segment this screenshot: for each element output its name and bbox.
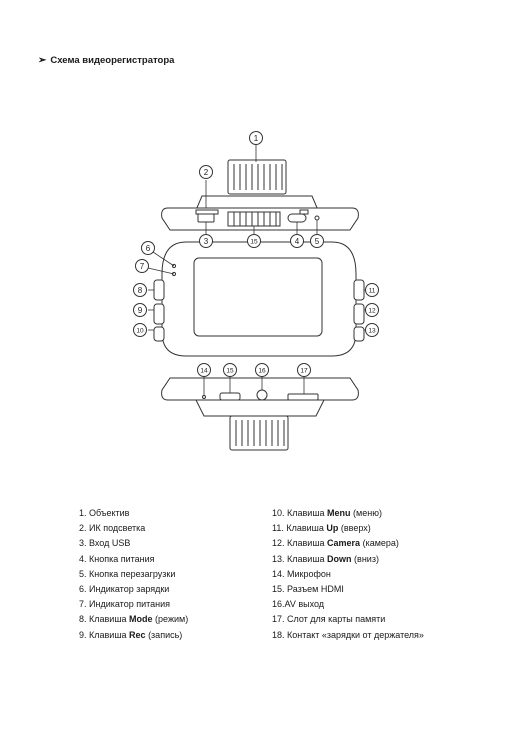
- legend-item: 4. Кнопка питания: [79, 553, 155, 564]
- callout-7: 7: [135, 259, 149, 273]
- legend-item: 15. Разъем HDMI: [272, 584, 344, 595]
- callout-6: 6: [141, 241, 155, 255]
- callout-15: 15: [223, 363, 237, 377]
- callout-1: 1: [249, 131, 263, 145]
- legend-item-prefix: 13. Клавиша: [272, 553, 328, 564]
- top-view: [161, 159, 359, 231]
- callout-15-top: 15: [247, 234, 261, 248]
- legend-item-key: Menu: [327, 508, 351, 518]
- legend-item: 1. Объектив: [79, 508, 130, 518]
- legend-item-key: Mode: [129, 614, 153, 625]
- svg-text:4: 4: [295, 237, 300, 246]
- legend-item: 7. Индикатор питания: [79, 599, 170, 610]
- legend-item: 9. Клавиша Rec (запись): [79, 628, 188, 643]
- svg-text:10: 10: [136, 328, 144, 335]
- legend-item-prefix: 8. Клавиша: [79, 614, 130, 625]
- legend-item-key: Camera: [327, 538, 361, 549]
- callout-2: 2: [199, 165, 213, 179]
- callout-4: 4: [290, 234, 304, 248]
- bottom-view: [161, 377, 359, 451]
- legend-item: 10. Клавиша Menu (меню): [272, 506, 424, 521]
- legend-item: 6. Индикатор зарядки: [79, 584, 170, 595]
- svg-text:17: 17: [300, 368, 308, 375]
- callout-3: 3: [199, 234, 213, 248]
- callout-8: 8: [133, 283, 147, 297]
- callout-5: 5: [310, 234, 324, 248]
- arrow-bullet-icon: ➢: [38, 55, 47, 66]
- legend-item-suffix: (вниз): [351, 553, 379, 564]
- legend-item: 3. Вход USB: [79, 538, 131, 549]
- svg-text:1: 1: [254, 134, 259, 143]
- legend-item-prefix: 9. Клавиша: [79, 629, 130, 640]
- legend-item: 8. Клавиша Mode (режим): [79, 612, 188, 627]
- legend-item-prefix: 11. Клавиша: [272, 523, 327, 534]
- svg-text:5: 5: [315, 237, 320, 246]
- section-heading: ➢ Схема видеорегистратора: [38, 55, 174, 66]
- legend-item: 5. Кнопка перезагрузки: [79, 568, 176, 579]
- legend-right-column: 10. Клавиша Menu (меню)11. Клавиша Up (в…: [272, 506, 424, 643]
- svg-text:13: 13: [368, 328, 376, 335]
- callout-13: 13: [365, 323, 379, 337]
- callout-14: 14: [197, 363, 211, 377]
- svg-text:11: 11: [369, 288, 376, 295]
- legend-item: 17. Слот для карты памяти: [272, 614, 386, 625]
- callout-17: 17: [297, 363, 311, 377]
- legend-item: 12. Клавиша Camera (камера): [272, 536, 424, 551]
- legend-item: 16.AV выход: [272, 599, 325, 610]
- legend-item: 2. ИК подсветка: [79, 523, 146, 534]
- callout-16: 16: [255, 363, 269, 377]
- svg-text:14: 14: [200, 368, 208, 375]
- callout-12: 12: [365, 303, 379, 317]
- legend-item: 18. Контакт «зарядки от держателя»: [272, 629, 424, 640]
- legend-item-suffix: (запись): [145, 629, 183, 640]
- legend-item-key: Down: [327, 553, 352, 564]
- svg-text:3: 3: [204, 237, 209, 246]
- svg-text:12: 12: [368, 308, 376, 315]
- legend-item-prefix: 10. Клавиша: [272, 508, 328, 518]
- legend-item-suffix: (режим): [152, 614, 189, 625]
- svg-text:6: 6: [146, 244, 151, 253]
- leader-lines: [147, 144, 366, 396]
- dashcam-diagram: 1 2 3 15 4 5 6 7 8 9 10 11 12 13 14 15 1…: [133, 131, 379, 451]
- legend-item-suffix: (меню): [350, 508, 382, 518]
- legend-item: 13. Клавиша Down (вниз): [272, 552, 424, 567]
- svg-text:16: 16: [258, 368, 266, 375]
- legend-item: 11. Клавиша Up (вверх): [272, 521, 424, 536]
- callout-11: 11: [365, 283, 379, 297]
- legend-item-suffix: (камера): [360, 538, 399, 549]
- legend-item-key: Up: [326, 523, 339, 534]
- svg-text:7: 7: [140, 262, 145, 271]
- svg-text:15: 15: [250, 239, 258, 246]
- svg-text:2: 2: [204, 168, 209, 177]
- heading-title: Схема видеорегистратора: [50, 55, 175, 66]
- legend-item-suffix: (вверх): [338, 523, 371, 534]
- front-view: [153, 241, 365, 357]
- callout-9: 9: [133, 303, 147, 317]
- callout-10: 10: [133, 323, 147, 337]
- svg-text:15: 15: [226, 368, 234, 375]
- legend-item-key: Rec: [129, 629, 146, 640]
- svg-text:9: 9: [138, 306, 143, 315]
- svg-text:8: 8: [138, 286, 143, 295]
- legend-item-prefix: 12. Клавиша: [272, 538, 328, 549]
- legend-left-column: 1. Объектив 2. ИК подсветка 3. Вход USB 4. …: [79, 506, 188, 643]
- legend-item: 14. Микрофон: [272, 568, 331, 579]
